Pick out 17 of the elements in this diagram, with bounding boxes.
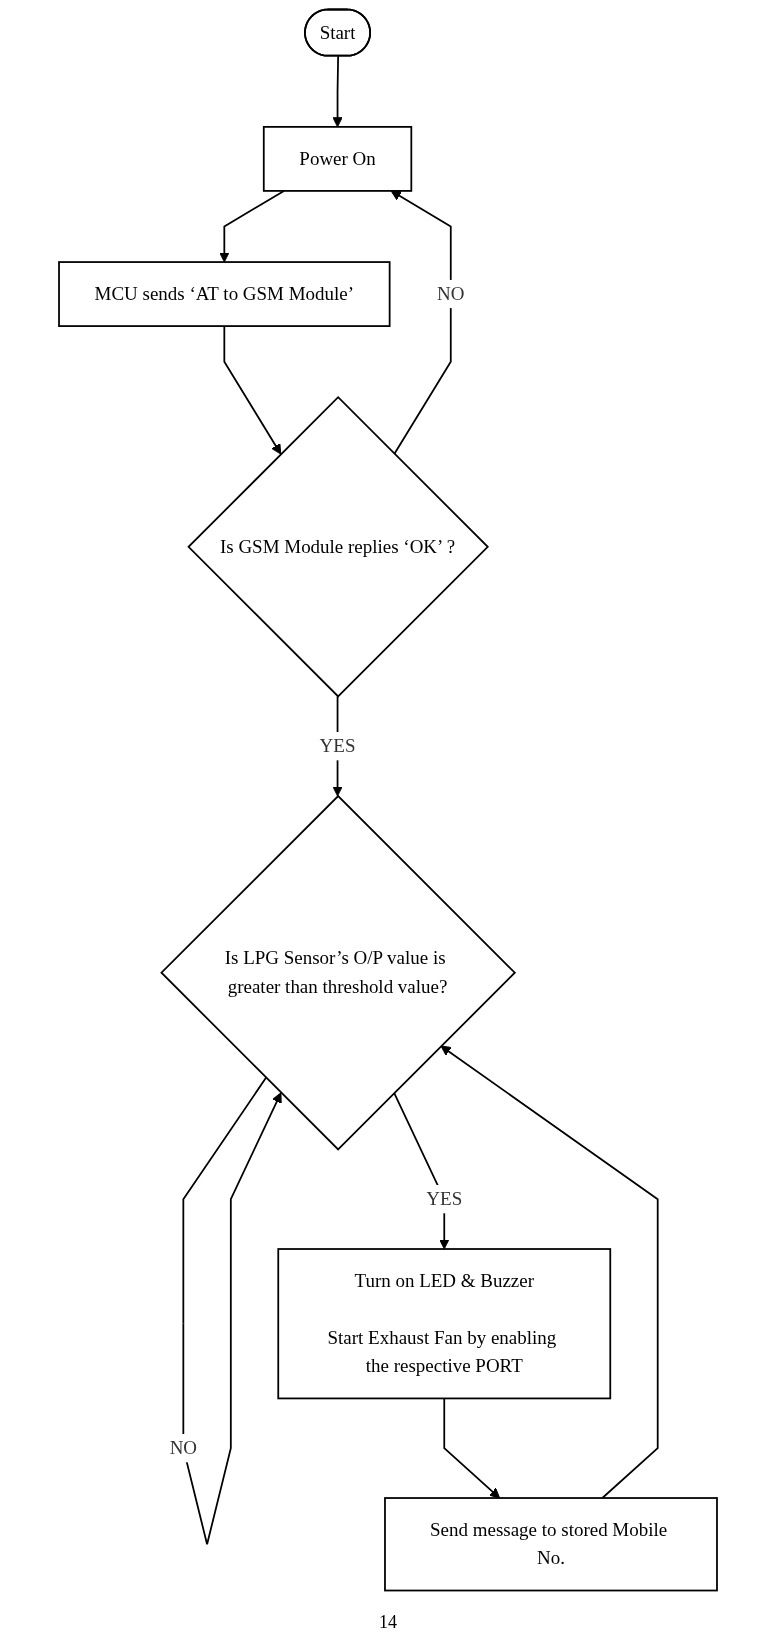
arrow <box>440 1045 659 1499</box>
node-box: Turn on LED & Buzzer Start Exhaust Fan by enabling the respective PORT <box>277 1248 612 1400</box>
edge-label: YES <box>426 1188 463 1209</box>
arrow <box>443 1397 501 1499</box>
node-diamond: Is GSM Module replies ‘OK’ ? <box>187 395 489 698</box>
edge-label: NO <box>437 283 465 304</box>
arrow <box>219 190 285 263</box>
arrow <box>332 55 343 128</box>
arrow <box>390 190 452 455</box>
edge-label: YES <box>319 735 356 756</box>
arrow <box>223 325 282 455</box>
node-box: MCU sends ‘AT to GSM Module’ <box>58 261 391 327</box>
node-diamond: Is LPG Sensor’s O/P value is greater than threshold value? <box>160 794 517 1151</box>
edge-label: NO <box>169 1437 198 1458</box>
node-box: Power On <box>262 126 413 192</box>
page-number: 14 <box>379 1611 397 1633</box>
node-box: Send message to stored Mobile No. <box>384 1497 718 1592</box>
